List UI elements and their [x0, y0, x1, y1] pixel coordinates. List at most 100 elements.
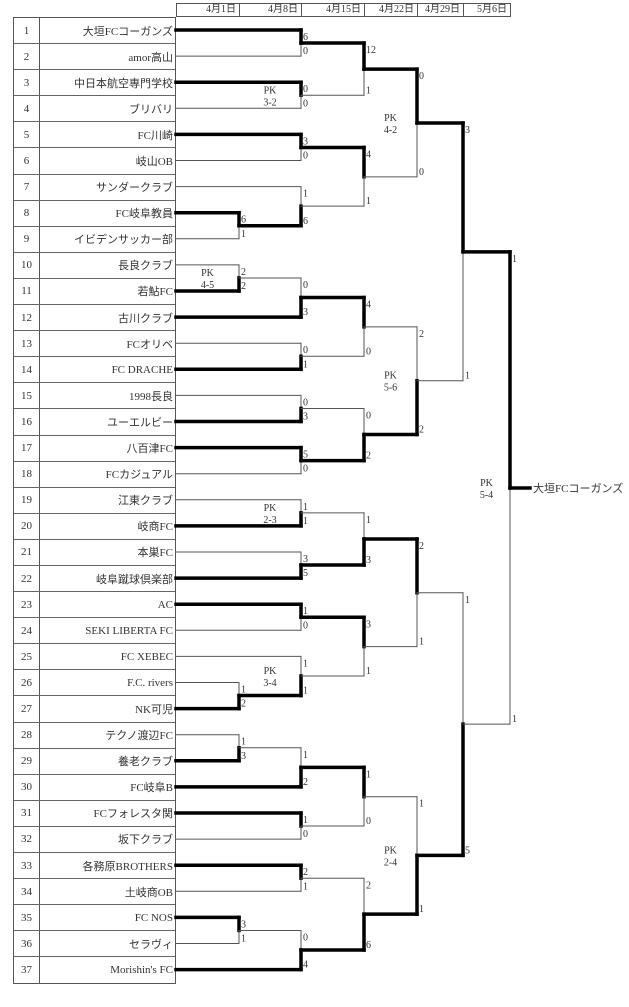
score-label: 0 [419, 71, 424, 82]
team-name: NK可児 [135, 703, 173, 716]
pk-score-label: 3-2 [263, 97, 276, 108]
team-number: 6 [14, 148, 40, 174]
team-number: 35 [14, 905, 40, 931]
score-label: 1 [512, 254, 517, 265]
team-number: 9 [14, 226, 40, 252]
team-name: SEKI LIBERTA FC [85, 624, 173, 637]
team-number: 5 [14, 122, 40, 148]
score-label: 1 [241, 934, 246, 945]
score-label: 3 [241, 919, 246, 930]
team-name: 岐商FC [137, 521, 173, 534]
team-number: 18 [14, 461, 40, 487]
team-number: 15 [14, 383, 40, 409]
team-number: 1 [14, 18, 40, 44]
score-label: 4 [366, 149, 371, 160]
score-label: 0 [303, 84, 308, 95]
score-label: 1 [303, 502, 308, 513]
score-label: 1 [419, 799, 424, 810]
team-number: 36 [14, 931, 40, 957]
team-number: 10 [14, 252, 40, 278]
team-number: 20 [14, 513, 40, 539]
team-number: 3 [14, 70, 40, 96]
date-header-5: 5月6日 [463, 3, 511, 17]
score-label: 3 [366, 619, 371, 630]
team-number: 31 [14, 800, 40, 826]
score-label: 1 [366, 85, 371, 96]
team-number: 27 [14, 696, 40, 722]
team-number: 19 [14, 487, 40, 513]
team-name: FC岐阜B [130, 782, 173, 795]
score-label: 0 [303, 829, 308, 840]
team-number: 13 [14, 331, 40, 357]
score-label: 1 [303, 750, 308, 761]
team-name: 古川クラブ [118, 312, 173, 325]
score-label: 0 [366, 346, 371, 357]
team-name: 長良クラブ [118, 260, 173, 273]
pk-score-label: 3-4 [263, 678, 276, 689]
pk-score-label: 2-3 [263, 515, 276, 526]
team-number: 14 [14, 357, 40, 383]
score-label: 0 [303, 98, 308, 109]
pk-score-label: 4-2 [384, 125, 397, 136]
score-label: 0 [303, 345, 308, 356]
team-name: 岐山OB [135, 156, 173, 169]
team-name: FC岐阜教員 [115, 208, 173, 221]
score-label: 0 [366, 816, 371, 827]
team-name: 岐阜蹴球倶楽部 [96, 573, 173, 586]
team-name: 土岐商OB [124, 886, 173, 899]
score-label: 5 [303, 568, 308, 579]
team-number: 8 [14, 200, 40, 226]
score-label: 2 [241, 699, 246, 710]
team-row: 31 FCフォレスタ関 [14, 800, 175, 827]
team-number: 11 [14, 278, 40, 305]
score-label: 12 [366, 45, 376, 56]
team-name: 1998長良 [129, 390, 173, 403]
team-number: 21 [14, 539, 40, 565]
score-label: 0 [303, 46, 308, 57]
score-label: 0 [303, 280, 308, 291]
score-label: 6 [303, 32, 308, 43]
score-label: 5 [465, 845, 470, 856]
score-label: 1 [303, 606, 308, 617]
team-name: FCカジュアル [105, 469, 173, 482]
team-name: AC [157, 598, 173, 611]
score-label: 1 [366, 196, 371, 207]
team-name: ユーエルビー [107, 416, 173, 429]
team-number: 16 [14, 409, 40, 435]
pk-label: PK [480, 478, 494, 489]
team-row: 8 FC岐阜教員 [14, 200, 175, 227]
score-label: 1 [512, 714, 517, 725]
score-label: 3 [303, 136, 308, 147]
score-label: 1 [303, 516, 308, 527]
team-name: セラヴィ [129, 938, 173, 951]
score-label: 2 [366, 451, 371, 462]
team-number: 4 [14, 96, 40, 122]
team-name: FCフォレスタ関 [93, 808, 173, 821]
score-label: 3 [303, 554, 308, 565]
score-label: 1 [303, 881, 308, 892]
score-label: 2 [419, 329, 424, 340]
score-label: 4 [366, 300, 371, 311]
pk-label: PK [264, 503, 278, 514]
score-label: 1 [366, 515, 371, 526]
score-label: 3 [303, 307, 308, 318]
score-label: 0 [303, 464, 308, 475]
team-row: 36 セラヴィ [14, 931, 175, 958]
score-label: 1 [303, 189, 308, 200]
pk-label: PK [384, 371, 398, 382]
team-name: FC川崎 [137, 129, 173, 142]
team-row: 18 FCカジュアル [14, 461, 175, 488]
score-label: 1 [241, 229, 246, 240]
